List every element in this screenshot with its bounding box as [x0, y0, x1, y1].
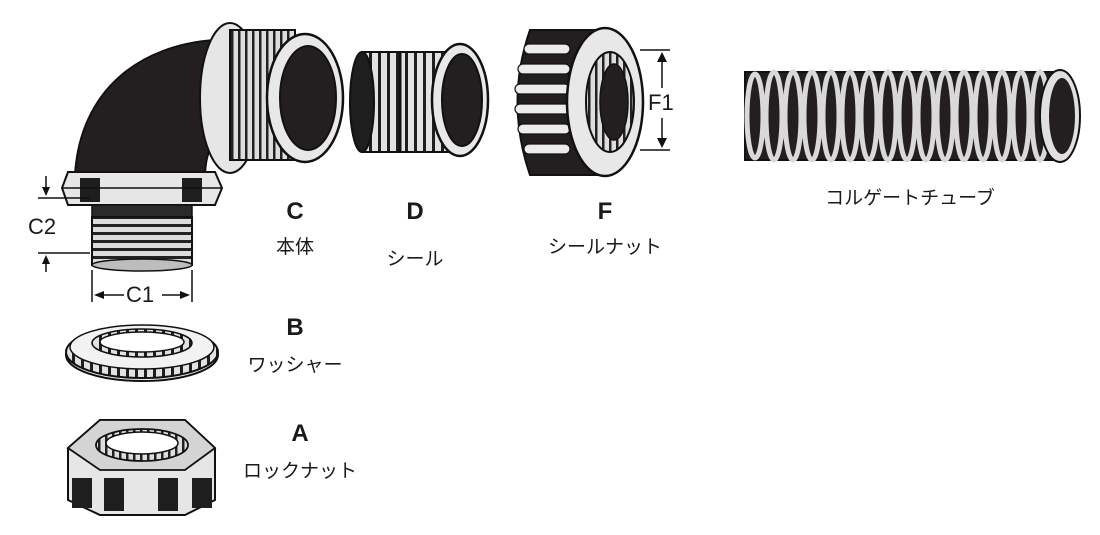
label-c-letter: C — [286, 198, 304, 225]
dimension-c2-label: C2 — [28, 214, 57, 239]
corrugated-tube-drawing — [744, 69, 1081, 163]
label-c-name: 本体 — [275, 236, 314, 258]
label-d-letter: D — [406, 198, 424, 225]
c2-dimension-lines — [38, 176, 90, 272]
label-d-name: シール — [386, 248, 444, 270]
label-f-letter: F — [597, 198, 613, 225]
label-f-name: シールナット — [547, 236, 662, 258]
elbow-body-drawing — [60, 22, 345, 272]
c1-dimension-lines — [91, 270, 193, 302]
label-b-name: ワッシャー — [247, 354, 343, 376]
dimension-f1-label: F1 — [648, 90, 674, 115]
f1-dimension-lines — [640, 49, 670, 151]
label-a-letter: A — [291, 420, 309, 447]
dimension-c1-label: C1 — [126, 282, 155, 307]
seal-drawing — [349, 42, 490, 158]
lock-nut-drawing — [66, 419, 217, 516]
washer-drawing — [65, 324, 219, 382]
label-b-letter: B — [286, 314, 304, 341]
seal-nut-drawing — [514, 26, 645, 178]
label-tube-name: コルゲートチューブ — [825, 187, 995, 209]
label-a-name: ロックナット — [242, 460, 357, 482]
